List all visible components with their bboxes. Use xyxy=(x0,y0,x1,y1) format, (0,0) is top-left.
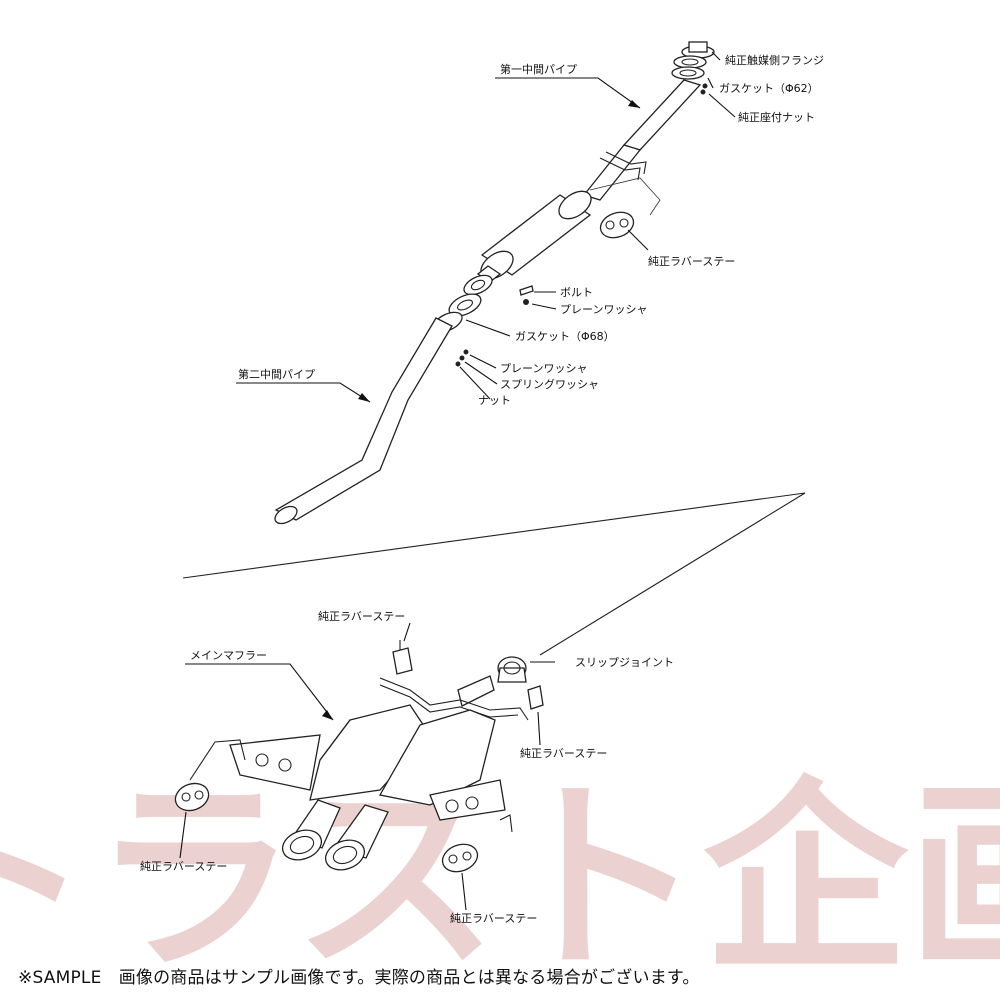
rubber-stay-left xyxy=(174,782,210,812)
catalyst-flange xyxy=(671,41,715,95)
tailpipes xyxy=(281,799,389,871)
label-rubber-stay-bottom: 純正ラバーステー xyxy=(450,912,537,925)
slip-joint xyxy=(497,656,527,683)
label-seat-nut: 純正座付ナット xyxy=(738,110,815,124)
rubber-stay-top-center xyxy=(392,640,413,675)
label-plain-washer-1: プレーンワッシャ xyxy=(560,303,647,316)
label-second-pipe: 第二中間パイプ xyxy=(238,367,315,381)
label-gasket-62: ガスケット（Φ62） xyxy=(719,82,819,95)
connection-guide-line xyxy=(182,492,806,656)
label-rubber-stay-mid: 純正ラバーステー xyxy=(318,610,405,623)
label-bolt: ボルト xyxy=(560,286,593,299)
label-spring-washer: スプリングワッシャ xyxy=(500,377,599,391)
sample-disclaimer: ※SAMPLE 画像の商品はサンプル画像です。実際の商品とは異なる場合がございま… xyxy=(18,968,700,988)
joint-flange-set xyxy=(433,274,534,367)
leader-lines xyxy=(179,51,736,911)
label-rubber-stay-top: 純正ラバーステー xyxy=(648,255,735,268)
label-rubber-stay-right: 純正ラバーステー xyxy=(520,747,607,760)
first-intermediate-pipe xyxy=(582,79,702,216)
label-nut: ナット xyxy=(478,394,511,407)
label-plain-washer-2: プレーンワッシャ xyxy=(500,362,587,375)
label-main-muffler: メインマフラー xyxy=(190,649,267,662)
label-rubber-stay-left: 純正ラバーステー xyxy=(140,860,227,873)
center-resonator xyxy=(476,190,592,283)
main-muffler xyxy=(189,675,529,833)
label-gasket-68: ガスケット（Φ68） xyxy=(515,330,615,343)
second-intermediate-pipe xyxy=(274,317,453,525)
label-flange: 純正触媒側フランジ xyxy=(725,53,824,67)
rubber-stay-upper xyxy=(599,211,635,239)
label-first-pipe: 第一中間パイプ xyxy=(500,62,577,76)
rubber-stay-right xyxy=(527,685,544,710)
rubber-stay-bottom xyxy=(441,843,479,873)
label-slip-joint: スリップジョイント xyxy=(575,656,674,669)
